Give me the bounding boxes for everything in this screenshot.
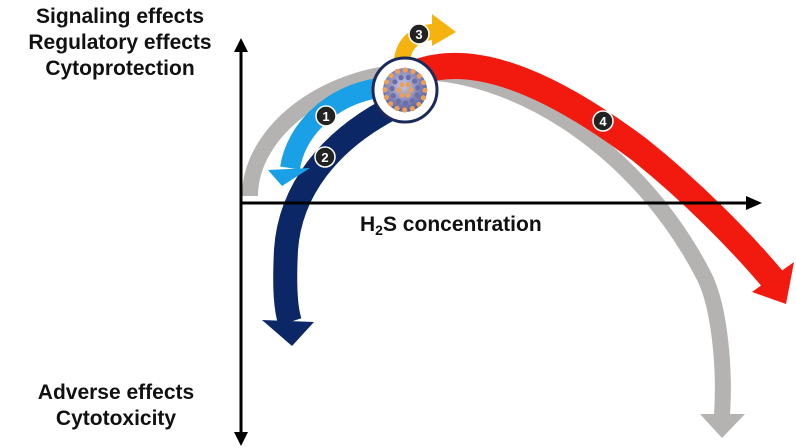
nanoparticle-icon <box>371 56 439 124</box>
nanoparticle-dot <box>402 107 408 113</box>
y-axis-bottom-arrowhead <box>234 432 248 446</box>
nanoparticle-dot <box>405 82 411 88</box>
nanoparticle-dot <box>402 100 408 106</box>
gray-curve-arrowhead <box>700 414 745 438</box>
nanoparticle-dot <box>416 101 422 107</box>
beneficial-effects-labels: Signaling effects Regulatory effects Cyt… <box>0 4 240 82</box>
nanoparticle-dot <box>410 69 416 75</box>
nanoparticle-dot <box>390 93 396 99</box>
yellow-arrowhead <box>432 14 456 46</box>
nanoparticle-dot <box>422 87 428 93</box>
nanoparticle-dot <box>409 106 415 112</box>
x-axis-label: H2S concentration <box>360 213 542 238</box>
nanoparticle-dot <box>412 78 418 84</box>
nanoparticle-dot <box>395 98 401 104</box>
nanoparticle-dot <box>396 87 402 93</box>
nanoparticle-dot <box>399 92 405 98</box>
svg-text:3: 3 <box>415 27 422 42</box>
marker-3: 3 <box>408 23 430 45</box>
nanoparticle-dot <box>405 74 411 80</box>
marker-4: 4 <box>592 110 614 132</box>
nanoparticle-dot <box>399 82 405 88</box>
label-signaling-effects: Signaling effects <box>35 5 205 28</box>
label-cytoprotection: Cytoprotection <box>45 57 195 80</box>
nanoparticle-dot <box>405 92 411 98</box>
nanoparticle-dot <box>415 85 421 91</box>
svg-text:4: 4 <box>599 114 607 129</box>
marker-2: 2 <box>314 146 336 168</box>
nanoparticle-dot <box>420 95 426 101</box>
gray-curve <box>242 63 731 416</box>
svg-text:2: 2 <box>321 150 328 165</box>
red-arrowhead <box>752 262 794 304</box>
nanoparticle-dot <box>394 105 400 111</box>
nanoparticle-dot <box>384 79 390 85</box>
label-regulatory-effects: Regulatory effects <box>28 31 212 54</box>
label-cytotoxicity: Cytotoxicity <box>55 407 177 430</box>
label-adverse-effects: Adverse effects <box>37 381 195 404</box>
nanoparticle-dot <box>416 73 422 79</box>
nanoparticle-dot <box>388 73 394 79</box>
nanoparticle-dot <box>409 98 415 104</box>
nanoparticle-dot <box>414 92 420 98</box>
nanoparticle-dot <box>421 80 427 86</box>
nanoparticle-dot <box>395 68 401 74</box>
y-axis-top-arrowhead <box>234 38 248 52</box>
nanoparticle-dot <box>388 101 394 107</box>
x-axis-arrowhead <box>746 196 762 210</box>
nanoparticle-dot <box>402 67 408 73</box>
nanoparticle-dot <box>392 79 398 85</box>
nanoparticle-dot <box>389 85 395 92</box>
nanoparticle-dot <box>398 75 404 81</box>
red-arrow <box>413 52 785 291</box>
nanoparticle-dot <box>383 94 389 100</box>
nanoparticle-dot <box>408 87 414 93</box>
light-blue-arrowhead <box>268 168 310 186</box>
dark-blue-arrow <box>273 97 398 326</box>
svg-text:1: 1 <box>322 109 329 124</box>
nanoparticle-dot <box>382 87 388 93</box>
adverse-effects-labels: Adverse effects Cytotoxicity <box>6 380 226 432</box>
marker-1: 1 <box>315 105 337 127</box>
dark-blue-arrowhead <box>262 320 314 346</box>
